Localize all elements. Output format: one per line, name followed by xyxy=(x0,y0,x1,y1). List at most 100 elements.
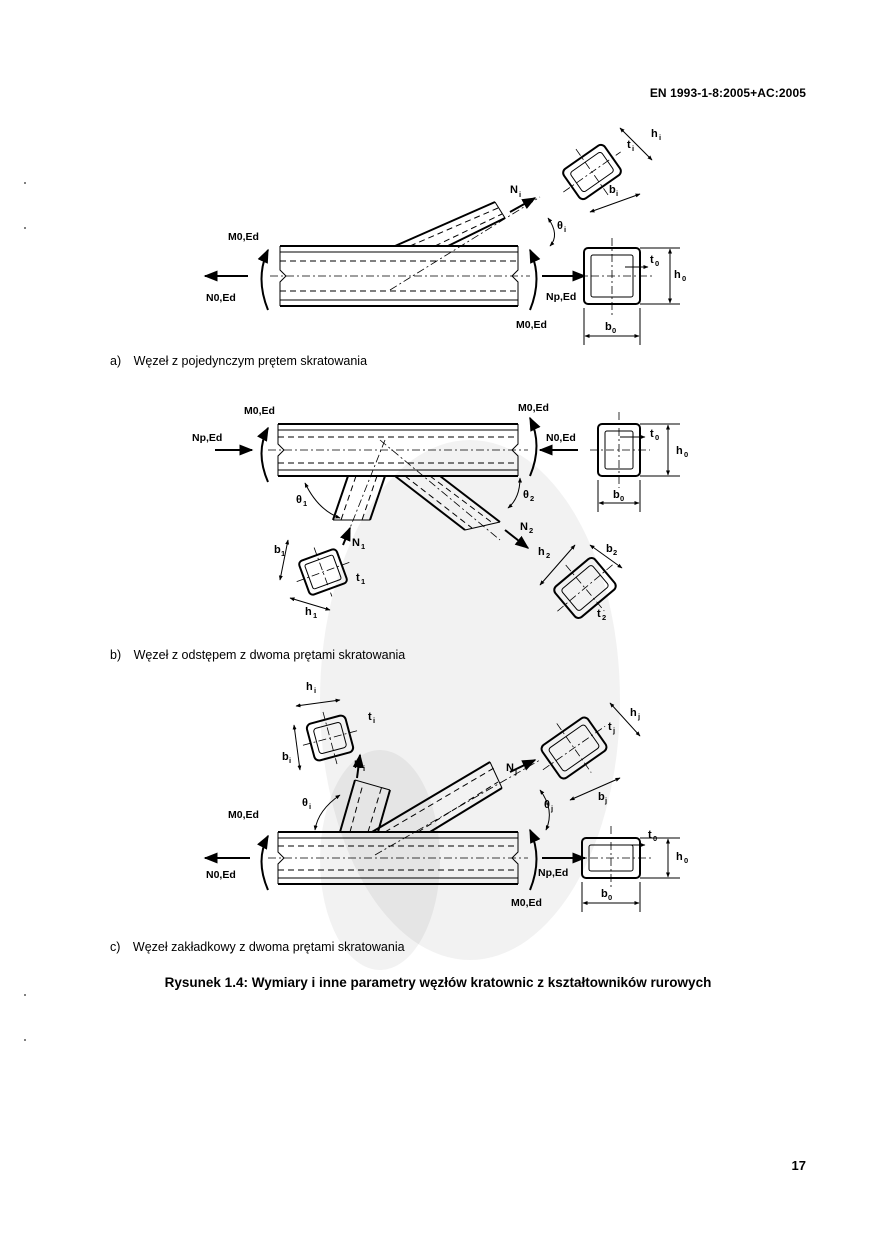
symbol-h: h xyxy=(676,851,683,863)
symbol-sub: i xyxy=(314,686,316,695)
brace-member-1 xyxy=(332,439,386,529)
symbol-sub: 1 xyxy=(313,611,317,620)
symbol-sub: i xyxy=(373,716,375,725)
symbol-sub: 1 xyxy=(361,542,365,551)
symbol-sub: 2 xyxy=(546,551,550,560)
symbol-t: t xyxy=(356,572,360,584)
symbol-sub: 0 xyxy=(655,259,659,268)
symbol-sub: j xyxy=(550,804,553,813)
label-m0-ed: M0,Ed xyxy=(511,897,542,909)
symbol-h: h xyxy=(651,128,658,140)
brace-member-2 xyxy=(379,439,501,541)
label-n0-ed: N0,Ed xyxy=(206,292,236,304)
brace-member-i xyxy=(339,779,391,833)
symbol-h: h xyxy=(306,681,313,693)
label-m0-ed: M0,Ed xyxy=(228,231,259,243)
label-m0-ed: M0,Ed xyxy=(244,405,275,417)
label-np-ed: Np,Ed xyxy=(192,432,222,444)
symbol-sub: j xyxy=(514,767,517,776)
symbol-b: b xyxy=(605,321,612,333)
symbol-t: t xyxy=(368,711,372,723)
brace-j-cross-section xyxy=(540,716,608,780)
symbol-b: b xyxy=(613,489,620,501)
figure-title: Rysunek 1.4: Wymiary i inne parametry wę… xyxy=(164,975,712,990)
symbol-sub: j xyxy=(637,712,640,721)
brace-member-j xyxy=(371,759,541,856)
symbol-h: h xyxy=(676,445,683,457)
symbol-t: t xyxy=(597,608,601,620)
symbol-theta: θ xyxy=(557,220,563,232)
symbol-sub: 2 xyxy=(530,494,534,503)
symbol-sub: 0 xyxy=(653,834,657,843)
symbol-sub: 0 xyxy=(684,856,688,865)
panel-b-caption: b) Węzeł z odstępem z dwoma prętami skra… xyxy=(110,648,406,662)
symbol-b: b xyxy=(598,791,605,803)
symbol-b: b xyxy=(601,888,608,900)
symbol-sub: j xyxy=(604,796,607,805)
symbol-n: N xyxy=(520,521,528,533)
label-m0-ed: M0,Ed xyxy=(516,319,547,331)
symbol-n: N xyxy=(354,759,362,771)
symbol-sub: i xyxy=(632,144,634,153)
symbol-sub: 1 xyxy=(281,549,285,558)
symbol-b: b xyxy=(609,184,616,196)
symbol-sub: i xyxy=(519,190,521,199)
label-m0-ed: M0,Ed xyxy=(228,809,259,821)
symbol-theta: θ xyxy=(523,489,529,501)
symbol-h: h xyxy=(630,707,637,719)
symbol-n: N xyxy=(506,762,514,774)
symbol-sub: 1 xyxy=(361,577,365,586)
symbol-sub: 0 xyxy=(655,433,659,442)
symbol-n: N xyxy=(510,184,518,196)
symbol-n: N xyxy=(352,537,360,549)
symbol-theta: θ xyxy=(302,797,308,809)
brace-1-cross-section xyxy=(296,547,350,597)
symbol-sub: i xyxy=(616,189,618,198)
page-number: 17 xyxy=(791,1158,806,1173)
label-n0-ed: N0,Ed xyxy=(546,432,576,444)
symbol-sub: i xyxy=(309,802,311,811)
brace-member xyxy=(389,196,541,291)
symbol-t: t xyxy=(648,829,652,841)
symbol-t: t xyxy=(627,139,631,151)
symbol-sub: i xyxy=(363,764,365,773)
label-np-ed: Np,Ed xyxy=(546,291,576,303)
panel-c-caption: c) Węzeł zakładkowy z dwoma prętami skra… xyxy=(110,940,405,954)
symbol-sub: 0 xyxy=(612,326,616,335)
chord-cross-section xyxy=(575,238,680,345)
symbol-sub: 2 xyxy=(529,526,533,535)
symbol-h: h xyxy=(674,269,681,281)
chord-member xyxy=(268,831,528,885)
scan-smudge xyxy=(320,750,440,970)
brace-cross-section xyxy=(562,143,622,201)
symbol-sub: i xyxy=(564,225,566,234)
symbol-h: h xyxy=(305,606,312,618)
symbol-t: t xyxy=(650,428,654,440)
symbol-sub: 2 xyxy=(602,613,606,622)
panel-c-diagram xyxy=(203,698,680,912)
symbol-sub: 2 xyxy=(613,548,617,557)
symbol-sub: 0 xyxy=(684,450,688,459)
symbol-sub: 0 xyxy=(620,494,624,503)
symbol-sub: j xyxy=(612,726,615,735)
symbol-b: b xyxy=(282,751,289,763)
symbol-b: b xyxy=(274,544,281,556)
chord-member xyxy=(268,423,528,477)
symbol-b: b xyxy=(606,543,613,555)
chord-cross-section xyxy=(590,412,680,512)
symbol-sub: 0 xyxy=(608,893,612,902)
symbol-theta: θ xyxy=(544,799,550,811)
symbol-sub: i xyxy=(659,133,661,142)
panel-a-diagram xyxy=(203,127,680,345)
symbol-theta: θ xyxy=(296,494,302,506)
brace-i-cross-section xyxy=(302,711,358,765)
chord-member xyxy=(270,245,530,307)
panel-a-caption: a) Węzeł z pojedynczym prętem skratowani… xyxy=(110,354,368,368)
symbol-sub: 0 xyxy=(682,274,686,283)
standard-header: EN 1993-1-8:2005+AC:2005 xyxy=(649,86,806,100)
symbol-sub: 1 xyxy=(303,499,307,508)
symbol-h: h xyxy=(538,546,545,558)
panel-b-diagram xyxy=(215,412,680,619)
symbol-t: t xyxy=(608,721,612,733)
